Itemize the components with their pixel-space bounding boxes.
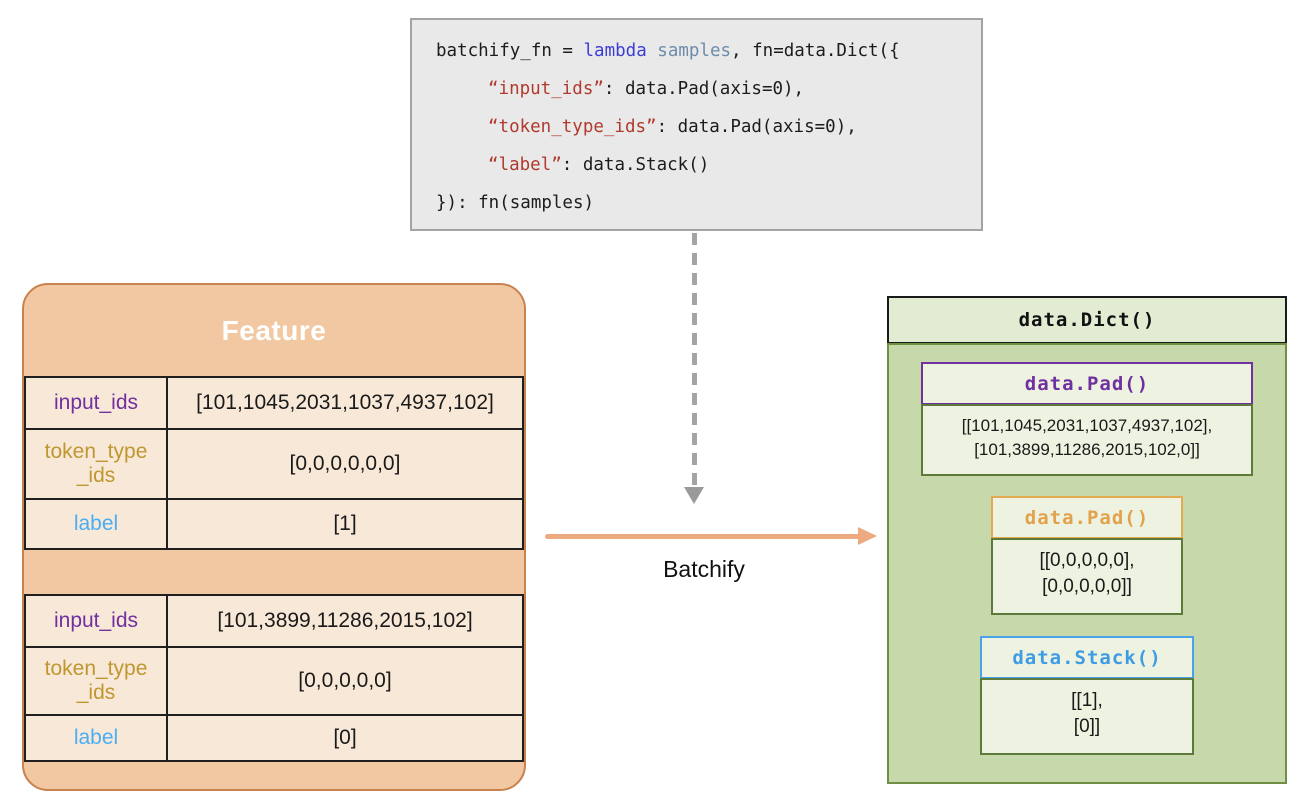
table-row: label [1]: [24, 498, 524, 550]
pad-token-type-ids-title: data.Pad(): [991, 495, 1183, 539]
table-row: token_type _ids [0,0,0,0,0,0]: [24, 428, 524, 500]
code-text: : data.Pad(axis=0),: [656, 117, 857, 137]
code-string: “input_ids”: [488, 79, 604, 99]
sample-separator-band: [24, 550, 524, 594]
feature-bottom-band: [24, 762, 524, 789]
row-value: [0,0,0,0,0,0]: [166, 428, 524, 500]
row-value: [0,0,0,0,0]: [166, 646, 524, 716]
code-text: batchify_fn =: [436, 41, 584, 61]
code-keyword: lambda: [583, 41, 647, 61]
dict-card: data.Dict() data.Pad() [[101,1045,2031,1…: [887, 296, 1287, 785]
code-text: }): fn(samples): [436, 193, 595, 213]
arrow-down-icon: [684, 487, 704, 504]
code-line-4: “label”: data.Stack(): [412, 146, 981, 184]
pad-input-ids-title: data.Pad(): [921, 362, 1253, 405]
code-line-1: batchify_fn = lambda samples, fn=data.Di…: [412, 32, 981, 70]
table-row: label [0]: [24, 714, 524, 762]
stack-label-value: [[1], [0]]: [980, 677, 1194, 755]
row-key-token-type-ids: token_type _ids: [24, 428, 168, 500]
code-string: “label”: [488, 155, 562, 175]
table-row: input_ids [101,1045,2031,1037,4937,102]: [24, 376, 524, 430]
code-text: : data.Stack(): [561, 155, 710, 175]
batchify-label: Batchify: [663, 556, 745, 582]
code-text: , fn=data.Dict({: [731, 41, 900, 61]
row-key-label: label: [24, 714, 168, 762]
feature-card-title: Feature: [221, 314, 327, 346]
code-line-5: }): fn(samples): [412, 184, 981, 222]
table-row: input_ids [101,3899,11286,2015,102]: [24, 594, 524, 648]
code-line-3: “token_type_ids”: data.Pad(axis=0),: [412, 108, 981, 146]
row-value: [0]: [166, 714, 524, 762]
batchify-arrow-line: [545, 534, 861, 539]
dict-card-title: data.Dict(): [887, 296, 1287, 344]
row-value: [101,1045,2031,1037,4937,102]: [166, 376, 524, 430]
code-text: : data.Pad(axis=0),: [603, 79, 805, 99]
code-line-2: “input_ids”: data.Pad(axis=0),: [412, 70, 981, 108]
dashed-connector-line: [692, 233, 697, 485]
sample1-table: input_ids [101,1045,2031,1037,4937,102] …: [24, 376, 524, 550]
row-key-token-type-ids: token_type _ids: [24, 646, 168, 716]
pad-input-ids-box: data.Pad() [[101,1045,2031,1037,4937,102…: [921, 362, 1253, 476]
pad-input-ids-value: [[101,1045,2031,1037,4937,102], [101,389…: [921, 404, 1253, 476]
dict-card-body: data.Pad() [[101,1045,2031,1037,4937,102…: [887, 343, 1287, 784]
code-string: “token_type_ids”: [488, 117, 657, 137]
arrow-right-icon: [858, 527, 877, 545]
code-snippet-box: batchify_fn = lambda samples, fn=data.Di…: [410, 18, 983, 231]
stack-label-title: data.Stack(): [980, 635, 1194, 679]
sample2-table: input_ids [101,3899,11286,2015,102] toke…: [24, 594, 524, 762]
pad-token-type-ids-value: [[0,0,0,0,0], [0,0,0,0,0]]: [991, 537, 1183, 615]
row-value: [1]: [166, 498, 524, 550]
feature-card: Feature input_ids [101,1045,2031,1037,49…: [22, 283, 526, 791]
row-value: [101,3899,11286,2015,102]: [166, 594, 524, 648]
code-text: [647, 41, 658, 61]
stack-label-box: data.Stack() [[1], [0]]: [980, 635, 1194, 755]
table-row: token_type _ids [0,0,0,0,0]: [24, 646, 524, 716]
row-key-input-ids: input_ids: [24, 376, 168, 430]
row-key-input-ids: input_ids: [24, 594, 168, 648]
row-key-label: label: [24, 498, 168, 550]
code-argument: samples: [657, 41, 732, 61]
pad-token-type-ids-box: data.Pad() [[0,0,0,0,0], [0,0,0,0,0]]: [991, 495, 1183, 615]
